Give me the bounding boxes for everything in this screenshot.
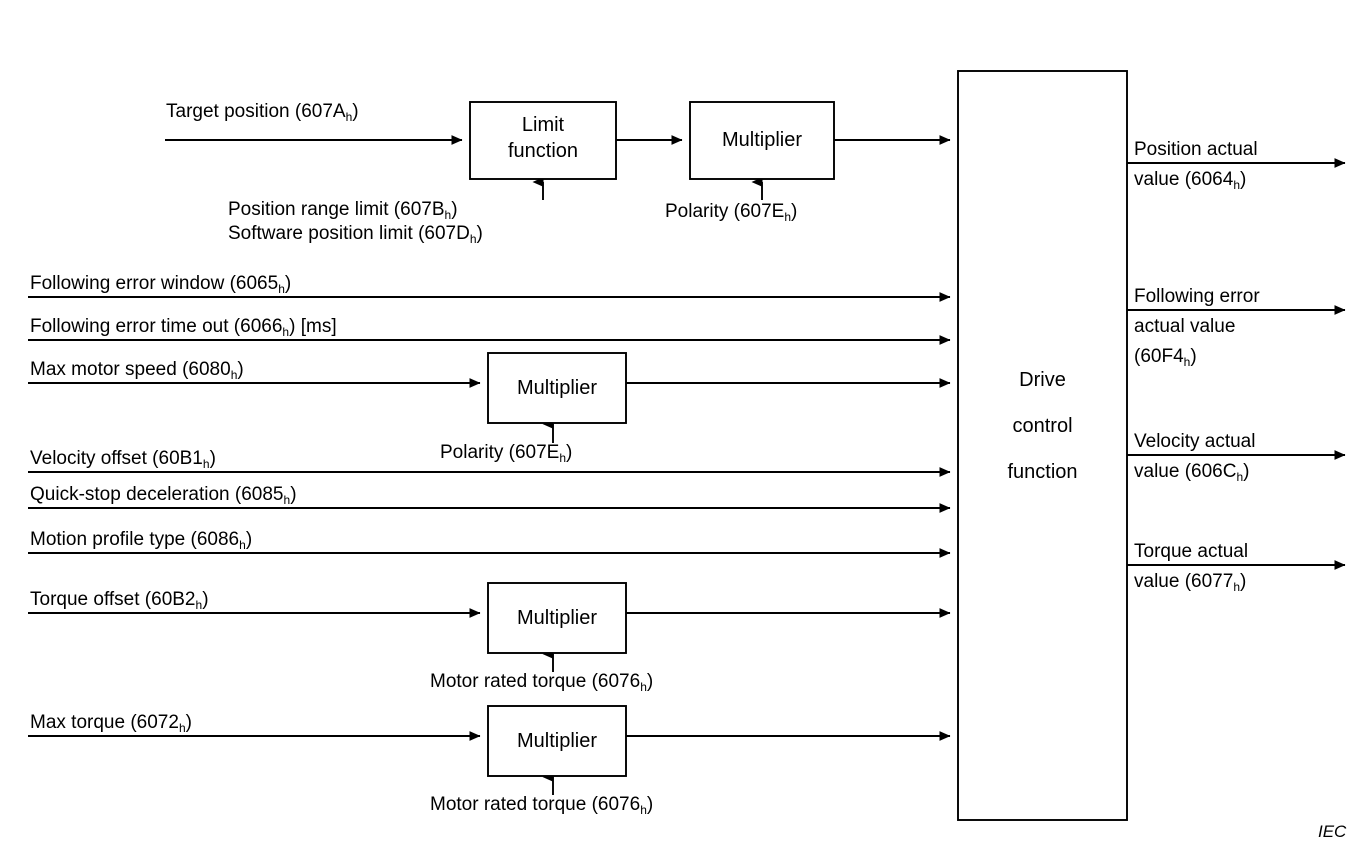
block-label-drive-control-function: Drive control function bbox=[1007, 369, 1078, 483]
output-label-torque-actual-value: Torque actual bbox=[1134, 541, 1249, 562]
parameter-label-software-position-limit: Software position limit (607Dh) bbox=[228, 223, 483, 246]
block-multiplier-velocity bbox=[487, 352, 627, 424]
block-limit-function bbox=[469, 101, 617, 180]
input-label-quick-stop-deceleration: Quick-stop deceleration (6085h) bbox=[30, 484, 297, 507]
output-label-torque-actual-value-index: value (6077h) bbox=[1134, 571, 1247, 594]
iec-standard-mark: IEC bbox=[1318, 822, 1347, 841]
input-label-velocity-offset: Velocity offset (60B1h) bbox=[30, 448, 216, 471]
parameter-label-polarity-velocity: Polarity (607Eh) bbox=[440, 442, 573, 465]
input-label-torque-offset: Torque offset (60B2h) bbox=[30, 589, 209, 612]
output-label-following-error-actual-value-line2: actual value bbox=[1134, 316, 1236, 337]
input-label-target-position: Target position (607Ah) bbox=[166, 101, 359, 124]
parameter-label-motor-rated-torque-2: Motor rated torque (6076h) bbox=[430, 794, 654, 817]
input-label-following-error-window: Following error window (6065h) bbox=[30, 273, 292, 296]
output-label-following-error-actual-value-index: (60F4h) bbox=[1134, 346, 1197, 369]
input-label-max-torque: Max torque (6072h) bbox=[30, 712, 192, 735]
input-label-following-error-timeout: Following error time out (6066h) [ms] bbox=[30, 316, 337, 339]
input-label-max-motor-speed: Max motor speed (6080h) bbox=[30, 359, 244, 382]
block-multiplier-position bbox=[689, 101, 835, 180]
output-label-velocity-actual-value-index: value (606Ch) bbox=[1134, 461, 1250, 484]
block-drive-control-function bbox=[957, 70, 1128, 821]
output-label-following-error-actual-value: Following error bbox=[1134, 286, 1260, 307]
output-label-velocity-actual-value: Velocity actual bbox=[1134, 431, 1256, 452]
parameter-label-polarity-position: Polarity (607Eh) bbox=[665, 201, 798, 224]
input-label-motion-profile-type: Motion profile type (6086h) bbox=[30, 529, 253, 552]
block-label-multiplier-position: Multiplier bbox=[721, 129, 803, 151]
parameter-label-position-range-limit: Position range limit (607Bh) bbox=[228, 199, 458, 222]
block-multiplier-max-torque bbox=[487, 705, 627, 777]
block-label-multiplier-torque-offset: Multiplier bbox=[516, 607, 598, 629]
block-label-limit-function: Limit function bbox=[507, 114, 579, 162]
block-label-multiplier-velocity: Multiplier bbox=[516, 377, 598, 399]
block-multiplier-torque-offset bbox=[487, 582, 627, 654]
output-label-position-actual-value-index: value (6064h) bbox=[1134, 169, 1247, 192]
output-label-position-actual-value: Position actual bbox=[1134, 139, 1258, 160]
parameter-label-motor-rated-torque-1: Motor rated torque (6076h) bbox=[430, 671, 654, 694]
block-label-multiplier-max-torque: Multiplier bbox=[516, 730, 598, 752]
